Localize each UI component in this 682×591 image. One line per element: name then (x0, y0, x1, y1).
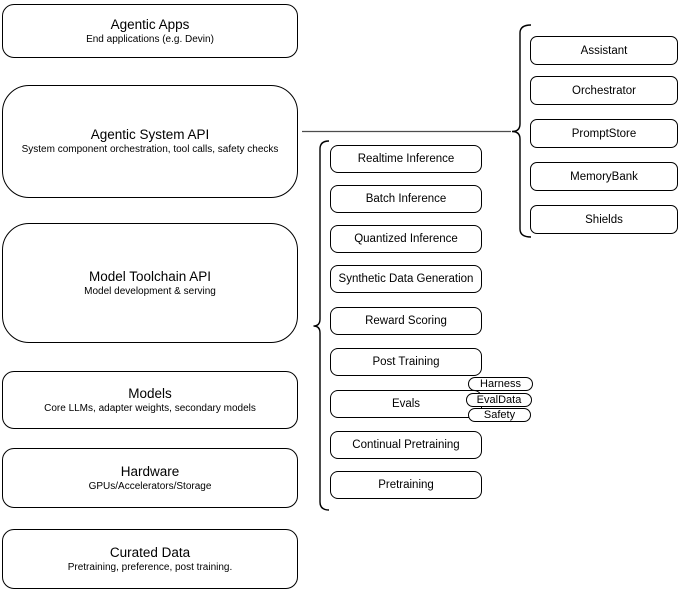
node-promptstore: PromptStore (530, 119, 678, 148)
node-label: Assistant (580, 44, 628, 57)
node-label: PromptStore (571, 127, 637, 140)
node-label: Continual Pretraining (352, 439, 460, 451)
node-label: Realtime Inference (357, 153, 455, 165)
node-realtime-inference: Realtime Inference (330, 145, 482, 173)
node-title: Model Toolchain API (88, 268, 212, 284)
node-agentic-system-api: Agentic System API System component orch… (2, 85, 298, 198)
tag-evaldata: EvalData (466, 393, 532, 407)
node-label: Synthetic Data Generation (338, 273, 474, 285)
node-label: Batch Inference (365, 193, 447, 205)
node-curated-data: Curated Data Pretraining, preference, po… (2, 529, 298, 589)
node-subtitle: End applications (e.g. Devin) (86, 33, 214, 45)
node-shields: Shields (530, 205, 678, 234)
node-subtitle: GPUs/Accelerators/Storage (88, 480, 212, 492)
node-models: Models Core LLMs, adapter weights, secon… (2, 371, 298, 429)
node-subtitle: Core LLMs, adapter weights, secondary mo… (44, 402, 256, 414)
node-memorybank: MemoryBank (530, 162, 678, 191)
node-label: Shields (585, 213, 623, 226)
node-title: Curated Data (109, 544, 191, 560)
node-subtitle: Model development & serving (84, 285, 216, 297)
node-reward-scoring: Reward Scoring (330, 307, 482, 335)
tag-harness: Harness (468, 377, 533, 391)
node-label: MemoryBank (570, 170, 638, 183)
node-pretraining: Pretraining (330, 471, 482, 499)
node-continual-pretraining: Continual Pretraining (330, 431, 482, 459)
node-label: Quantized Inference (354, 233, 458, 245)
node-label: Evals (391, 398, 421, 410)
node-title: Models (128, 385, 172, 401)
node-evals: Evals (330, 390, 482, 418)
node-orchestrator: Orchestrator (530, 76, 678, 105)
node-hardware: Hardware GPUs/Accelerators/Storage (2, 448, 298, 508)
node-subtitle: Pretraining, preference, post training. (67, 561, 233, 573)
node-agentic-apps: Agentic Apps End applications (e.g. Devi… (2, 4, 298, 58)
node-title: Hardware (120, 463, 180, 479)
node-subtitle: System component orchestration, tool cal… (21, 144, 279, 155)
node-title: Agentic System API (90, 127, 210, 142)
node-label: Post Training (372, 356, 440, 368)
node-quantized-inference: Quantized Inference (330, 225, 482, 253)
tag-label: EvalData (476, 393, 522, 406)
node-label: Orchestrator (572, 84, 636, 97)
node-post-training: Post Training (330, 348, 482, 376)
system-components-brace (511, 24, 532, 238)
node-model-toolchain-api: Model Toolchain API Model development & … (2, 223, 298, 343)
toolchain-brace (313, 140, 330, 511)
node-assistant: Assistant (530, 36, 678, 65)
node-title: Agentic Apps (110, 16, 190, 32)
node-synthetic-data-generation: Synthetic Data Generation (330, 265, 482, 293)
node-label: Pretraining (378, 479, 434, 491)
tag-safety: Safety (468, 408, 531, 422)
tag-label: Harness (480, 377, 521, 390)
tag-label: Safety (483, 408, 516, 421)
node-label: Reward Scoring (365, 315, 447, 327)
node-batch-inference: Batch Inference (330, 185, 482, 213)
